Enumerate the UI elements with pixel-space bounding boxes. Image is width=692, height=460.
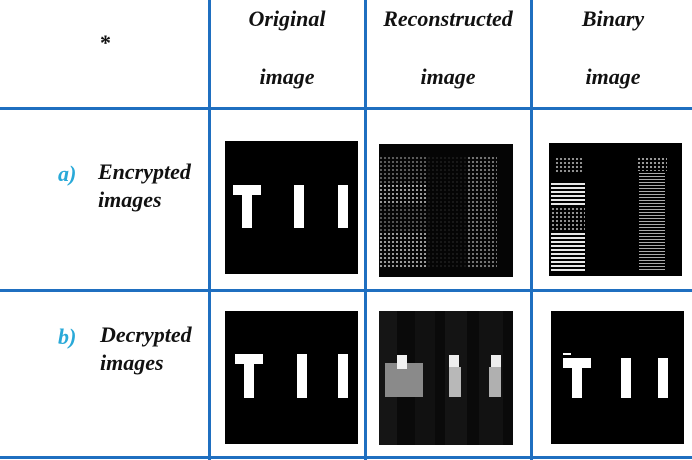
corner-symbol: *: [100, 30, 111, 55]
column-header-line1: Binary: [581, 6, 645, 31]
binary-dots-right-top: [637, 157, 667, 171]
col-divider-3: [530, 0, 533, 460]
encrypted-binary-image: [549, 143, 682, 276]
letter-t-stem: [244, 354, 254, 398]
bar-two: [658, 358, 668, 398]
binary-stripes-right: [639, 173, 665, 271]
artifact-mark: [563, 353, 571, 355]
row-label-decrypted: Decrypted images: [100, 321, 192, 377]
row-label-line2: images: [100, 350, 164, 375]
decrypted-reconstructed-image: [379, 311, 513, 445]
row-divider-bottom: [0, 456, 692, 459]
dot-block-left-bottom: [379, 232, 427, 267]
row-label-line1: Decrypted: [100, 322, 192, 347]
dot-block-left-low: [379, 204, 427, 232]
column-header-binary: Binary image: [534, 8, 692, 88]
binary-dots-top-left: [555, 157, 583, 173]
decrypted-binary-image: [551, 311, 684, 444]
column-header-line1: Original: [248, 6, 326, 31]
bar-two: [338, 185, 348, 228]
row-label-encrypted: Encrypted images: [98, 158, 191, 214]
bar-two: [338, 354, 348, 398]
white-block-left: [397, 355, 407, 369]
binary-dots-left-mid: [551, 207, 585, 231]
row-label-line2: images: [98, 187, 162, 212]
column-header-line2: image: [259, 64, 315, 89]
row-divider-1: [0, 107, 692, 110]
column-header-reconstructed: Reconstructed image: [368, 8, 528, 88]
dot-block-right: [467, 156, 497, 268]
column-header-original: Original image: [212, 8, 362, 88]
dot-block-faint: [427, 156, 467, 268]
white-block-mid: [449, 355, 459, 369]
encrypted-reconstructed-image: [379, 144, 513, 277]
column-header-line2: image: [585, 64, 641, 89]
letter-t-stem: [572, 358, 582, 398]
bar-one: [621, 358, 631, 398]
binary-stripes-left-lower: [551, 233, 585, 273]
column-header-line1: Reconstructed: [383, 6, 513, 31]
blur-column-2: [415, 311, 435, 445]
dot-block-left-upper: [379, 156, 427, 186]
bar-one: [294, 185, 304, 228]
binary-stripes-left-upper: [551, 183, 585, 207]
column-header-line2: image: [420, 64, 476, 89]
col-divider-1: [208, 0, 211, 460]
white-block-right: [491, 355, 501, 369]
encrypted-original-image: [225, 141, 358, 274]
row-label-line1: Encrypted: [98, 159, 191, 184]
gray-block-mid: [449, 367, 461, 397]
row-letter-a: a): [58, 161, 77, 186]
row-letter-b: b): [58, 324, 77, 349]
dot-block-left-mid: [379, 184, 427, 204]
gray-block-right: [489, 367, 501, 397]
row-divider-2: [0, 289, 692, 292]
col-divider-2: [364, 0, 367, 460]
letter-t-stem: [242, 185, 252, 228]
decrypted-original-image: [225, 311, 358, 444]
bar-one: [297, 354, 307, 398]
